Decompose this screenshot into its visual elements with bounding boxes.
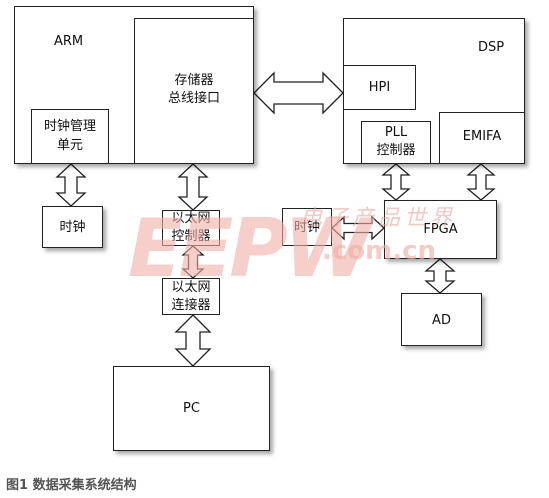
memory-bus-interface-label: 存储器 总线接口: [167, 73, 220, 106]
pc-block: [113, 366, 270, 451]
ethernet-connector-label: 以太网 连接器: [171, 280, 211, 313]
arrow-memory-bus-to-hpi: [253, 71, 344, 115]
clock-management-unit-block: [31, 109, 109, 164]
emifa-block: [439, 112, 525, 164]
ethernet-controller-label: 以太网 控制器: [171, 211, 211, 244]
ad-block: [401, 293, 482, 346]
figure-caption: 图1 数据采集系统结构: [6, 478, 137, 493]
clock-right-label: 时钟: [293, 220, 320, 235]
eepw-watermark-logo: EEPW: [128, 202, 372, 295]
ad-label: AD: [432, 313, 451, 328]
eepw-watermark-chinese: 电子产品世界: [300, 206, 457, 231]
emifa-label: EMIFA: [462, 129, 502, 144]
fpga-label: FPGA: [423, 222, 458, 237]
arm-label: ARM: [54, 34, 84, 49]
clock-management-unit-label: 时钟管理 单元: [43, 119, 96, 153]
clock-right-block: [282, 208, 332, 246]
clock-left-block: [42, 206, 103, 248]
hpi-label: HPI: [368, 80, 391, 95]
ethernet-controller-block: [162, 210, 220, 246]
pll-controller-block: [361, 121, 431, 164]
ethernet-connector-block: [162, 278, 220, 315]
arrow-clock-mgmt-to-clock: [55, 163, 87, 207]
pc-label: PC: [183, 401, 200, 416]
clock-left-label: 时钟: [59, 220, 86, 235]
dsp-label: DSP: [478, 40, 505, 55]
arrow-emifa-to-fpga: [466, 163, 496, 201]
eepw-watermark-url: .com.cn: [322, 236, 437, 266]
pll-controller-label: PLL 控制器: [376, 125, 416, 158]
memory-bus-interface-block: [134, 18, 254, 164]
arrow-ethernet-connector-to-pc: [174, 314, 212, 367]
hpi-block: [343, 65, 416, 110]
arrow-pll-to-fpga: [381, 163, 411, 201]
fpga-block: [384, 200, 497, 259]
